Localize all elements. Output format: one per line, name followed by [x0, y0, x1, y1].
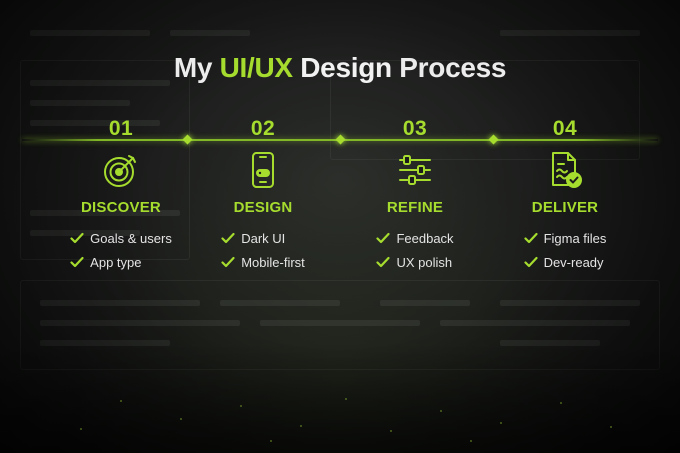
step-checklist: Feedback UX polish — [376, 226, 454, 274]
step-design: 02 DESIGN Dark UI Mobile-first — [188, 116, 338, 274]
list-item-text: Dev-ready — [543, 254, 604, 270]
step-checklist: Dark UI Mobile-first — [221, 226, 305, 274]
list-item: Dev-ready — [523, 250, 607, 274]
step-label: DISCOVER — [81, 199, 161, 216]
list-item: UX polish — [376, 250, 453, 274]
title-part-my: My — [173, 52, 220, 83]
target-icon — [101, 150, 141, 190]
list-item-text: Feedback — [396, 230, 454, 246]
step-discover: 01 DISCOVER Goals & users App type — [46, 116, 196, 274]
step-number: 04 — [552, 117, 578, 140]
list-item: Figma files — [523, 226, 607, 250]
step-checklist: Figma files Dev-ready — [523, 226, 607, 274]
title-part-design: Design — [292, 52, 392, 83]
step-number: 03 — [402, 117, 428, 140]
list-item-text: App type — [90, 254, 142, 270]
list-item-text: Dark UI — [241, 230, 286, 246]
check-icon — [523, 232, 538, 244]
step-deliver: 04 DELIVER Figma files Dev-ready — [490, 116, 640, 274]
list-item: Dark UI — [221, 226, 305, 250]
document-check-icon — [545, 150, 585, 190]
step-label: DELIVER — [531, 199, 599, 216]
list-item-text: Goals & users — [90, 230, 172, 246]
page-title: My UI/UX Design Process — [0, 52, 680, 84]
list-item: Goals & users — [70, 226, 172, 250]
title-part-process: Process — [391, 52, 507, 83]
list-item-text: Figma files — [543, 230, 607, 246]
step-label: DESIGN — [233, 199, 293, 216]
step-label: REFINE — [386, 199, 444, 216]
check-icon — [221, 232, 235, 244]
title-accent-uiux: UI/UX — [219, 52, 293, 83]
step-number: 01 — [108, 117, 134, 140]
check-icon — [523, 256, 538, 268]
step-checklist: Goals & users App type — [70, 226, 172, 274]
list-item: Mobile-first — [221, 250, 305, 274]
step-number: 02 — [250, 117, 276, 140]
sliders-icon — [395, 150, 435, 190]
check-icon — [70, 256, 84, 268]
floor-shadow — [0, 343, 680, 453]
list-item: App type — [70, 250, 172, 274]
check-icon — [70, 232, 84, 244]
check-icon — [376, 256, 391, 268]
list-item: Feedback — [376, 226, 454, 250]
list-item-text: UX polish — [396, 254, 453, 270]
smartphone-icon — [243, 150, 283, 190]
check-icon — [221, 256, 235, 268]
step-refine: 03 REFINE Feedback UX polish — [340, 116, 490, 274]
list-item-text: Mobile-first — [241, 254, 305, 270]
check-icon — [376, 232, 391, 244]
